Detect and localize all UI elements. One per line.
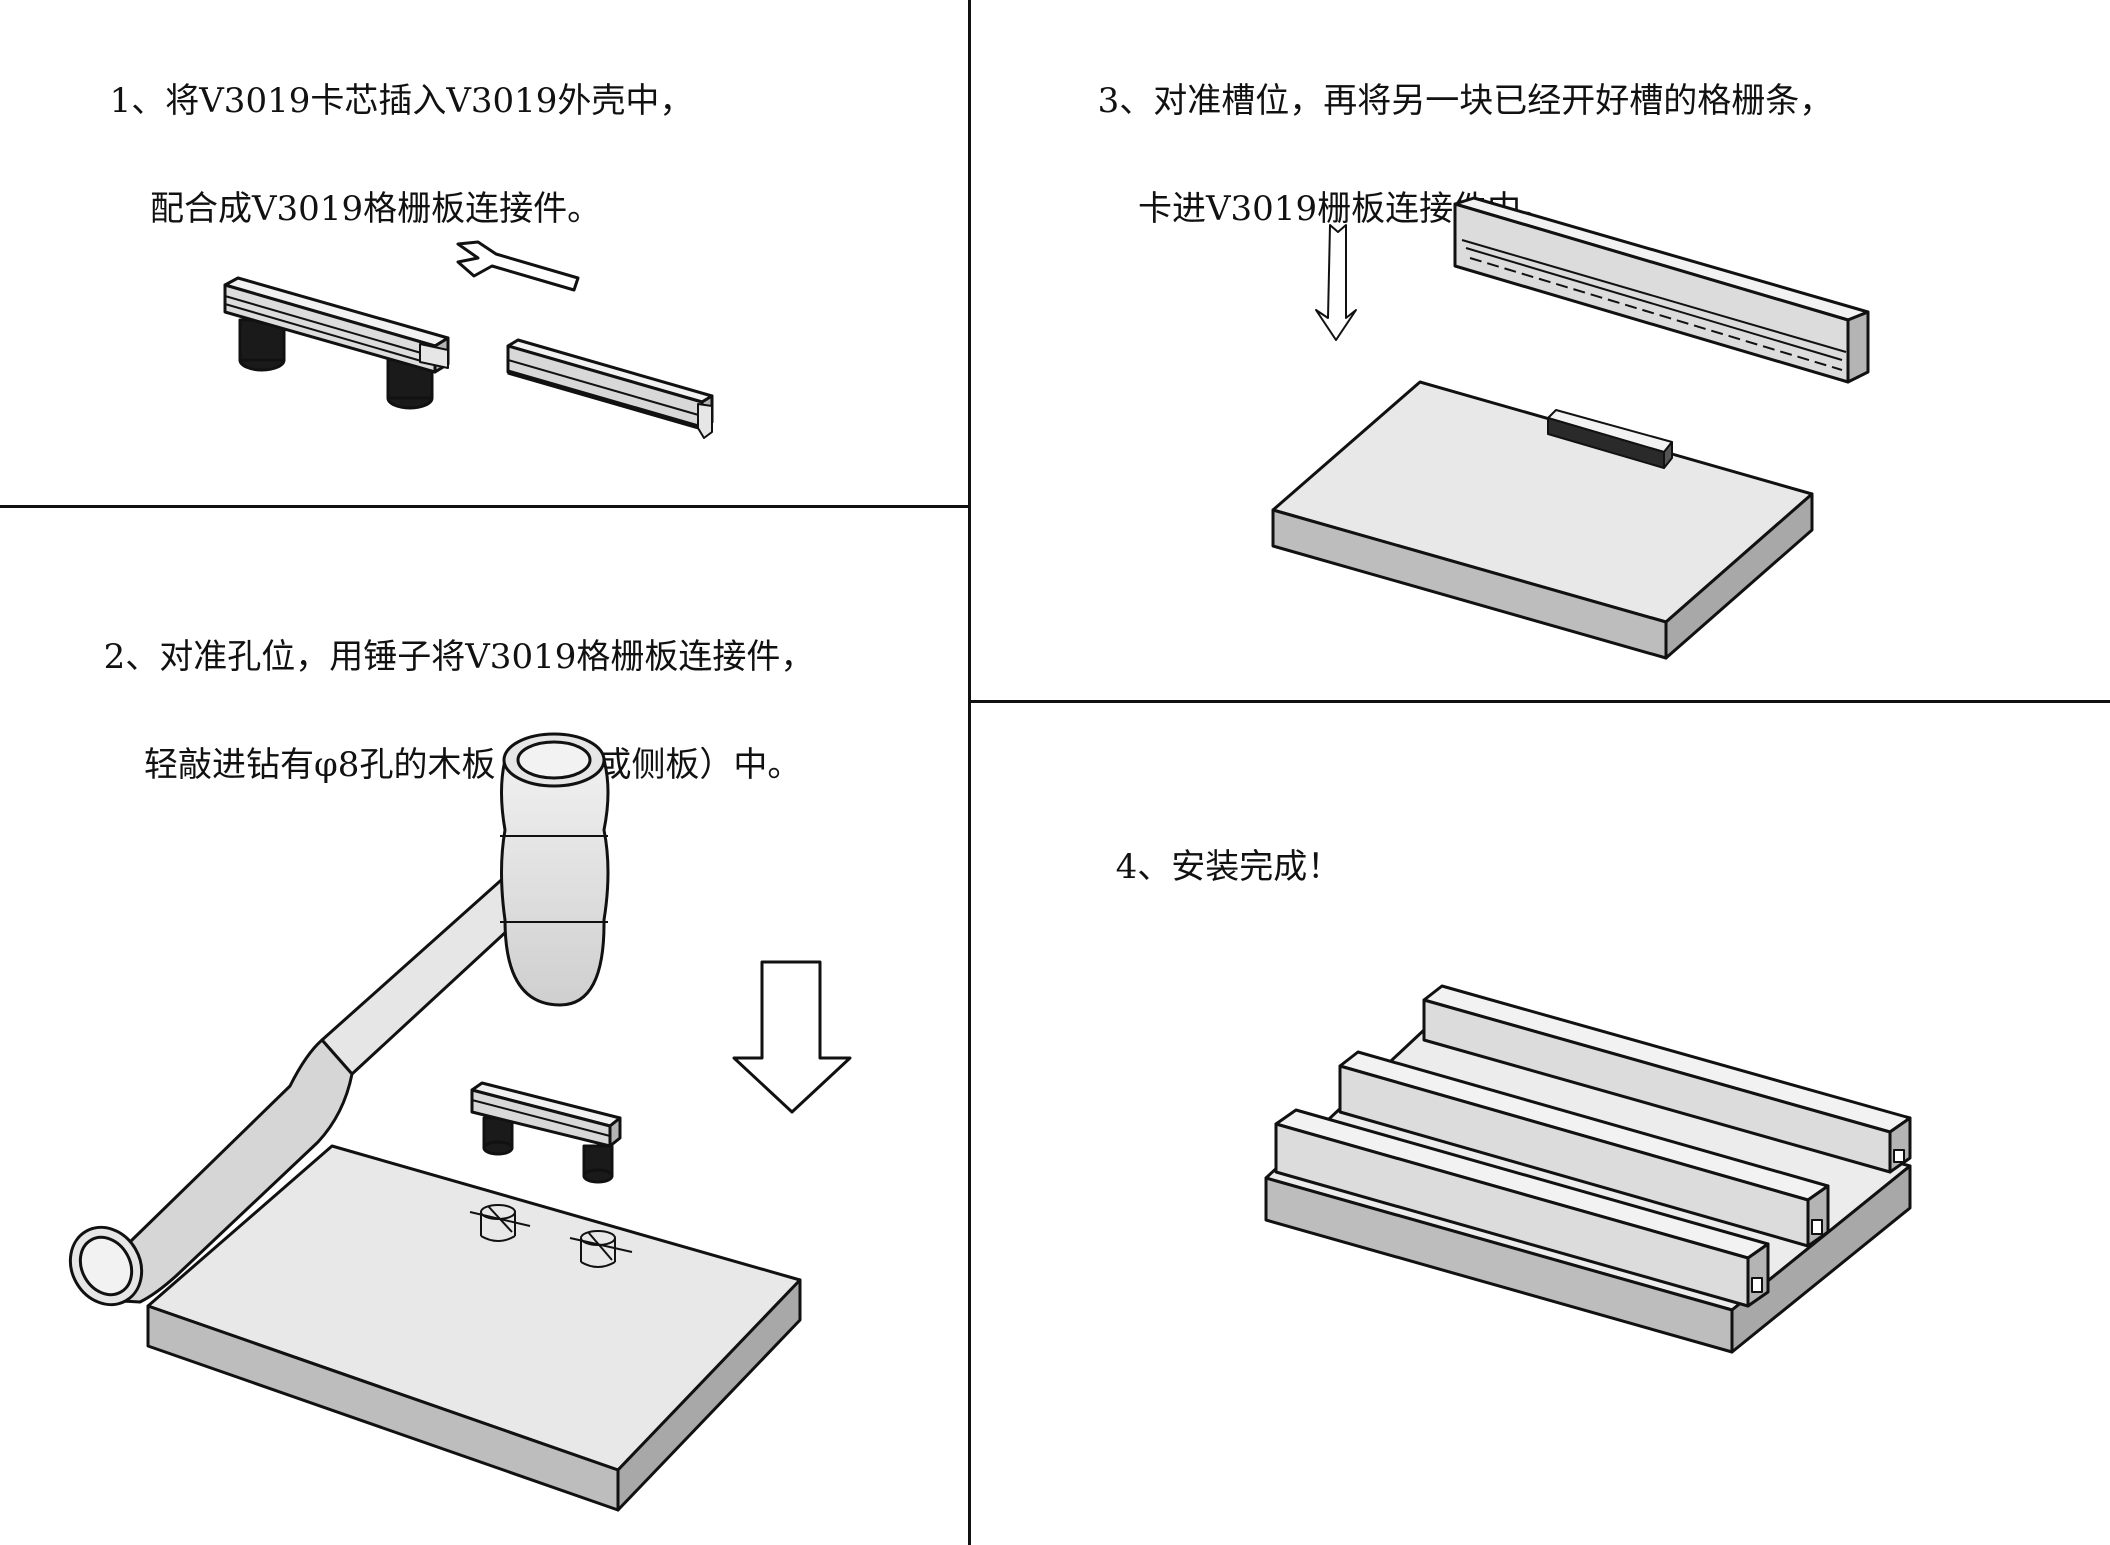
left-horizontal-divider: [0, 505, 969, 508]
grating-strip-front: [1274, 1108, 1770, 1308]
step-1-line-1: 1、将V3019卡芯插入V3019外壳中，: [109, 81, 694, 121]
step-3-caption: 3、对准槽位，再将另一块已经开好槽的格栅条， 卡进V3019栅板连接件中。: [1076, 20, 1834, 290]
insert-arrow-icon: [456, 240, 580, 292]
grating-strip-back: [1422, 984, 1912, 1174]
wood-board: [146, 1144, 802, 1512]
step-1-caption: 1、将V3019卡芯插入V3019外壳中， 配合成V3019格栅板连接件。: [88, 20, 694, 290]
right-horizontal-divider: [969, 700, 2110, 703]
step-4-caption: 4、安装完成！: [1094, 786, 1342, 894]
down-arrow-icon: [732, 960, 852, 1114]
thin-down-arrow-icon: [1315, 224, 1357, 341]
step-2-line-1: 2、对准孔位，用锤子将V3019格栅板连接件，: [103, 637, 815, 677]
step-3-illustration: [1271, 196, 1870, 660]
step-1-line-2: 配合成V3019格栅板连接件。: [150, 189, 602, 229]
slotted-grating-strip: [1453, 196, 1870, 384]
grating-strip-middle: [1338, 1050, 1830, 1248]
step-4-line-1: 4、安装完成！: [1115, 847, 1342, 887]
step-1-illustration: [223, 240, 714, 439]
step-3-line-1: 3、对准槽位，再将另一块已经开好槽的格栅条，: [1097, 81, 1834, 121]
hammer: [68, 732, 610, 1307]
v3019-core: [506, 338, 714, 439]
step-2-line-2: 轻敲进钻有φ8孔的木板（层板或侧板）中。: [144, 745, 802, 785]
drill-hole-1: [469, 1204, 531, 1242]
grating-connector: [470, 1081, 622, 1184]
step-2-caption: 2、对准孔位，用锤子将V3019格栅板连接件， 轻敲进钻有φ8孔的木板（层板或侧…: [82, 576, 815, 846]
v3019-housing: [223, 276, 450, 410]
drill-hole-2: [569, 1230, 633, 1268]
shelf-board: [1271, 380, 1814, 660]
vertical-divider: [968, 0, 971, 1545]
step-4-illustration: [1264, 984, 1912, 1354]
step-2-illustration: [68, 732, 852, 1512]
mounted-connector: [1547, 409, 1673, 469]
